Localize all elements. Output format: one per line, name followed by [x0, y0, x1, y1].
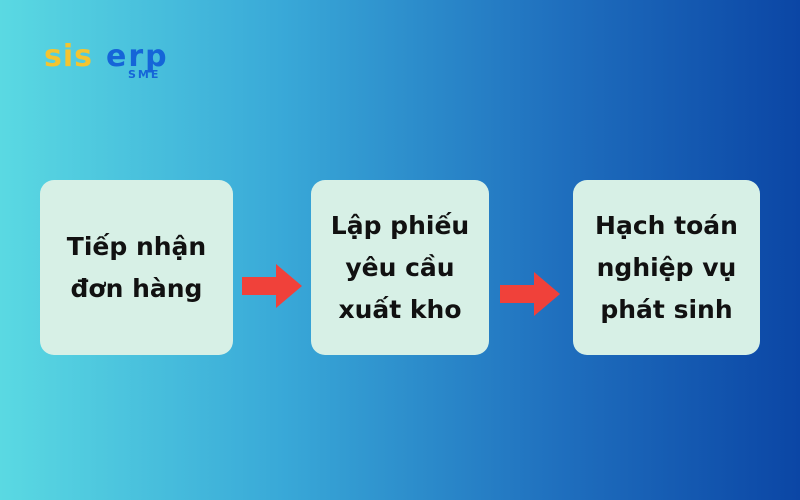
step-label: Hạch toán nghiệp vụ phát sinh: [595, 210, 738, 324]
step-account-transactions: Hạch toán nghiệp vụ phát sinh: [573, 180, 760, 355]
sis-erp-logo: sis erp SME: [44, 40, 224, 82]
step-label: Lập phiếu yêu cầu xuất kho: [330, 210, 470, 324]
right-arrow-icon: [500, 272, 560, 316]
logo-sis-text: sis: [44, 40, 93, 74]
right-arrow-icon: [242, 264, 302, 308]
step-create-export-request: Lập phiếu yêu cầu xuất kho: [311, 180, 489, 355]
step-receive-order: Tiếp nhận đơn hàng: [40, 180, 233, 355]
step-label: Tiếp nhận đơn hàng: [66, 231, 207, 303]
logo-erp-text: erp: [106, 40, 169, 74]
logo-sme-text: SME: [128, 68, 160, 81]
